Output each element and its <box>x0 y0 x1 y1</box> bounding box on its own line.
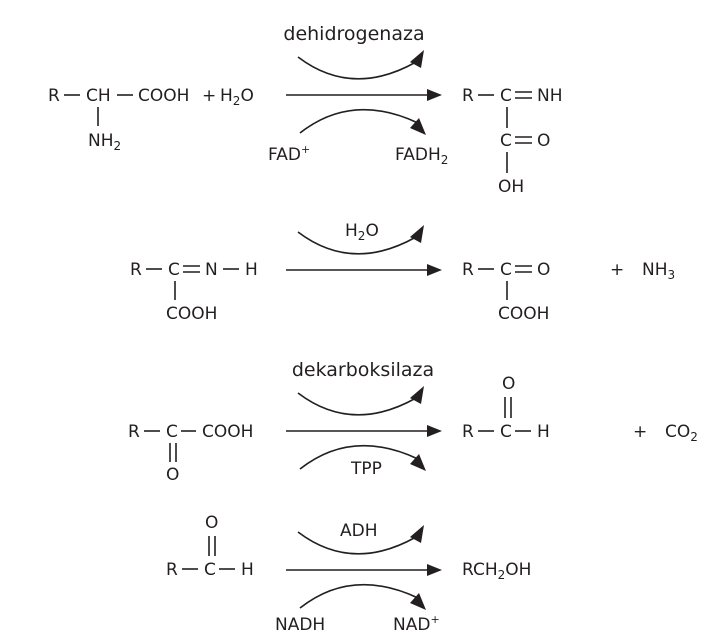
plus-sign: + <box>633 422 647 442</box>
reaction-arrow-3 <box>286 386 442 471</box>
cofactor-tpp: TPP <box>350 459 382 479</box>
product-c: C <box>500 422 512 442</box>
substrate-r: R <box>48 86 60 106</box>
substrate-cooh: COOH <box>202 422 253 442</box>
substrate-h: H <box>241 560 254 580</box>
substrate-aldehyde: O R C H <box>166 513 254 580</box>
product-r: R <box>462 260 474 280</box>
substrate-o: O <box>205 513 218 533</box>
substrate-cooh: COOH <box>138 86 189 106</box>
reaction-2: H2O R C N H COOH R C O COOH <box>130 221 675 324</box>
substrate-r: R <box>128 422 140 442</box>
product-h: H <box>537 422 550 442</box>
reaction-arrow-2 <box>286 225 442 276</box>
reaction-3: dekarboksilaza R C COOH O TPP O R <box>128 359 698 485</box>
product-o: O <box>502 374 515 394</box>
product-alcohol: RCH2OH <box>462 560 531 582</box>
product-imino-acid: R C NH C O OH <box>462 86 563 197</box>
substrate-c: C <box>166 422 178 442</box>
reaction-1: dehidrogenaza R CH COOH + H2O NH2 FAD+ F… <box>48 23 563 197</box>
enzyme-label-dekarboksilaza: dekarboksilaza <box>292 359 434 381</box>
cofactor-nadh: NADH <box>275 615 325 635</box>
enzyme-label-adh: ADH <box>340 521 378 541</box>
substrate-c: C <box>204 560 216 580</box>
substrate-keto-acid: R C COOH O <box>128 422 253 485</box>
cofactor-fad: FAD+ <box>268 143 310 165</box>
product-keto-acid: R C O COOH <box>462 260 550 324</box>
substrate-n: N <box>205 260 218 280</box>
reaction-arrow-4 <box>286 525 442 610</box>
substrate-c: C <box>168 260 180 280</box>
product-c-carboxyl: C <box>500 131 512 151</box>
ammonia: NH3 <box>642 260 675 282</box>
product-o: O <box>537 260 550 280</box>
cofactor-fadh2: FADH2 <box>395 145 448 167</box>
product-cooh: COOH <box>498 304 549 324</box>
product-c: C <box>500 260 512 280</box>
plus-sign: + <box>202 86 216 106</box>
amino-group: NH2 <box>88 131 121 153</box>
substrate-amino-acid: R CH COOH + H2O NH2 <box>48 86 254 153</box>
product-r: R <box>462 86 474 106</box>
substrate-r: R <box>130 260 142 280</box>
product-o: O <box>537 131 550 151</box>
enzyme-label-dehidrogenaza: dehidrogenaza <box>283 23 424 45</box>
reaction-4: ADH O R C H NADH NAD+ RCH2OH <box>166 513 531 635</box>
water: H2O <box>220 86 254 108</box>
substrate-h: H <box>245 260 258 280</box>
product-aldehyde: O R C H <box>462 374 550 442</box>
reaction-arrow-1 <box>286 50 442 135</box>
product-c: C <box>500 86 512 106</box>
substrate-cooh: COOH <box>166 304 217 324</box>
product-nh: NH <box>537 86 563 106</box>
substrate-ch: CH <box>86 86 111 106</box>
reagent-water: H2O <box>345 221 379 243</box>
substrate-imine: R C N H COOH <box>130 260 258 324</box>
substrate-r: R <box>166 560 178 580</box>
substrate-o: O <box>166 465 179 485</box>
product-r: R <box>462 422 474 442</box>
plus-sign: + <box>610 260 624 280</box>
product-oh: OH <box>498 177 524 197</box>
cofactor-nad: NAD+ <box>393 613 440 635</box>
carbon-dioxide: CO2 <box>665 422 698 444</box>
